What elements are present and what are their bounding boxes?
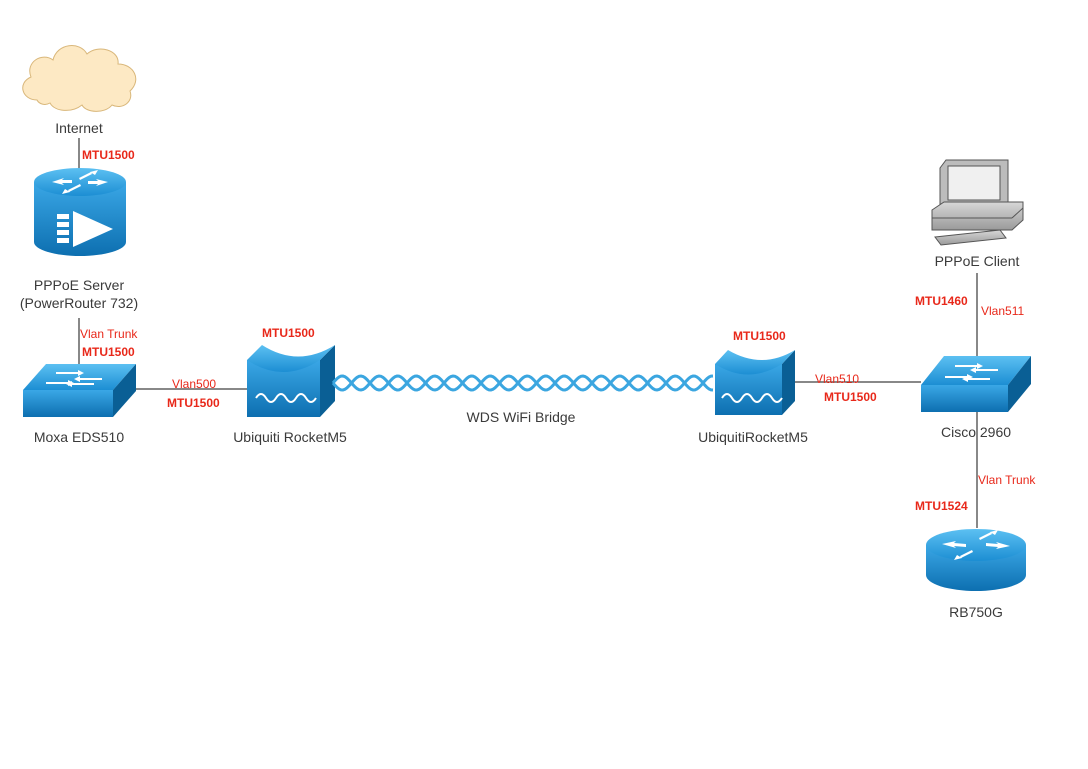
wireless-bridge-icon-left bbox=[247, 345, 335, 417]
mtu-rb-label: MTU1524 bbox=[915, 499, 968, 513]
rocket-left-label: Ubiquiti RocketM5 bbox=[233, 429, 347, 445]
vlan-trunk-server-label: Vlan Trunk bbox=[80, 327, 138, 341]
mtu-server-moxa-label: MTU1500 bbox=[82, 345, 135, 359]
switch-icon-cisco bbox=[921, 356, 1031, 412]
mtu-rocket-left-label: MTU1500 bbox=[262, 326, 315, 340]
rb750g-label: RB750G bbox=[949, 604, 1003, 620]
internet-label: Internet bbox=[55, 120, 103, 136]
wifi-bridge-link bbox=[331, 374, 714, 392]
pppoe-server-icon bbox=[34, 168, 126, 256]
vlan-trunk-rb-label: Vlan Trunk bbox=[978, 473, 1036, 487]
cisco-label: Cisco 2960 bbox=[941, 424, 1011, 440]
pppoe-client-label: PPPoE Client bbox=[935, 253, 1020, 269]
pppoe-server-model-label: (PowerRouter 732) bbox=[20, 295, 138, 311]
wireless-bridge-icon-right bbox=[715, 350, 795, 415]
mtu-internet-label: MTU1500 bbox=[82, 148, 135, 162]
rocket-right-label: UbiquitiRocketM5 bbox=[698, 429, 808, 445]
pppoe-server-label: PPPoE Server bbox=[34, 277, 125, 293]
mtu-moxa-rocket-label: MTU1500 bbox=[167, 396, 220, 410]
mtu-client-label: MTU1460 bbox=[915, 294, 968, 308]
moxa-label: Moxa EDS510 bbox=[34, 429, 124, 445]
switch-icon bbox=[23, 364, 136, 417]
wifi-bridge-label: WDS WiFi Bridge bbox=[467, 409, 576, 425]
mtu-rocket-cisco-label: MTU1500 bbox=[824, 390, 877, 404]
cloud-icon bbox=[22, 45, 137, 112]
router-icon bbox=[926, 529, 1026, 591]
vlan510-label: Vlan510 bbox=[815, 372, 859, 386]
workstation-icon bbox=[931, 159, 1024, 246]
mtu-rocket-right-label: MTU1500 bbox=[733, 329, 786, 343]
vlan500-label: Vlan500 bbox=[172, 377, 216, 391]
vlan511-label: Vlan511 bbox=[981, 304, 1024, 318]
